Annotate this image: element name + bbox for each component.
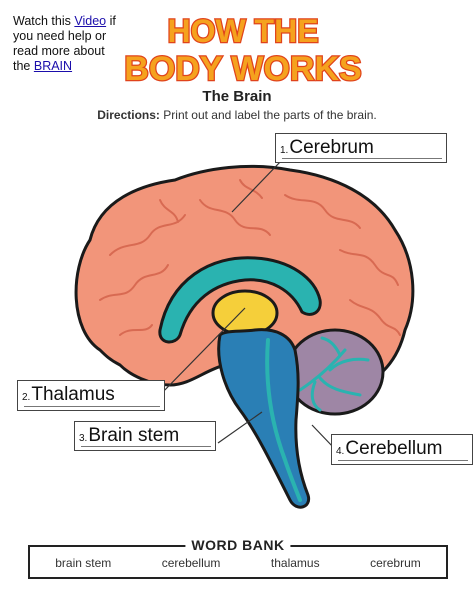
label-text: Thalamus <box>31 384 115 405</box>
cerebrum-folds <box>99 179 401 336</box>
worksheet-title: The Brain <box>202 88 272 105</box>
label-number: 2. <box>22 392 31 403</box>
label-text: Cerebrum <box>289 137 374 158</box>
label-cerebrum[interactable]: 1.Cerebrum <box>275 133 447 163</box>
logo-line-2: BODY WORKS <box>124 50 361 88</box>
label-underline <box>24 406 160 407</box>
cerebellum-shape <box>285 328 385 416</box>
label-text: Cerebellum <box>345 438 443 459</box>
directions: Directions: Print out and label the part… <box>0 108 474 122</box>
directions-text: Print out and label the parts of the bra… <box>159 108 377 122</box>
help-text-middle: if you need help or read more about the <box>13 14 116 73</box>
label-underline <box>282 158 442 159</box>
word-bank: WORD BANK brain stem cerebellum thalamus… <box>28 537 448 579</box>
label-number: 1. <box>280 145 289 156</box>
word-bank-words: brain stem cerebellum thalamus cerebrum <box>30 556 446 570</box>
word-bank-word: thalamus <box>270 556 320 570</box>
label-underline <box>81 446 211 447</box>
corpus-callosum-shape <box>158 256 322 344</box>
brain-link[interactable]: BRAIN <box>33 59 73 73</box>
word-bank-word: cerebrum <box>370 556 421 570</box>
word-bank-title: WORD BANK <box>185 537 291 553</box>
brain-stem-shape <box>217 328 311 509</box>
video-link[interactable]: Video <box>74 14 107 28</box>
label-underline <box>338 460 468 461</box>
help-text: Watch this Video if you need help or rea… <box>13 14 125 74</box>
label-number: 3. <box>79 433 88 444</box>
help-text-before: Watch this <box>13 14 75 28</box>
brain-stem-channel <box>265 338 302 502</box>
label-number: 4. <box>336 446 345 457</box>
directions-label: Directions: <box>97 108 160 122</box>
logo-line-1: HOW THE <box>167 13 318 49</box>
word-bank-word: brain stem <box>55 556 112 570</box>
label-cerebellum[interactable]: 4.Cerebellum <box>331 434 473 465</box>
label-brain-stem[interactable]: 3.Brain stem <box>74 421 216 451</box>
word-bank-word: cerebellum <box>161 556 221 570</box>
label-text: Brain stem <box>88 425 180 446</box>
cerebellum-branches <box>298 336 370 412</box>
label-leader-lines <box>157 159 335 449</box>
thalamus-shape <box>211 289 279 337</box>
label-thalamus[interactable]: 2.Thalamus <box>17 380 165 411</box>
how-the-body-works-logo: HOW THE BODY WORKS <box>123 12 363 88</box>
